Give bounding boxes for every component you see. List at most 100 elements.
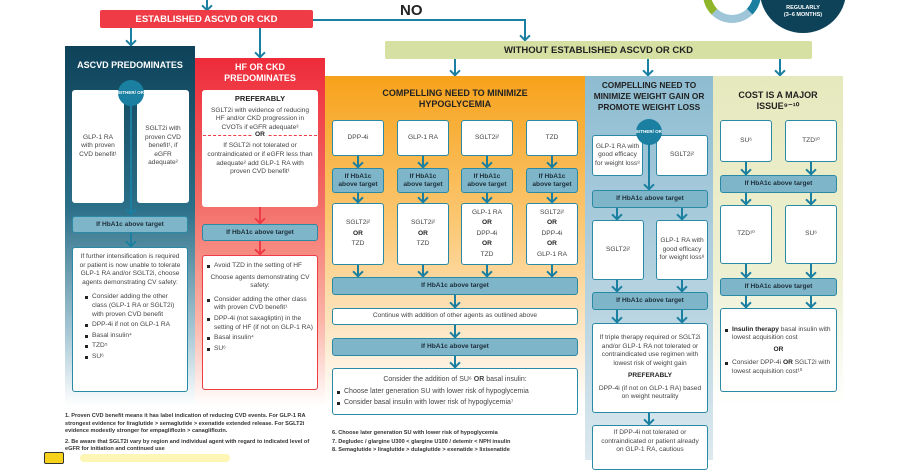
consider-text: Consider the addition of SU⁶ OR basal in…	[383, 375, 527, 383]
ascvd-item: TZD⁵	[85, 342, 183, 351]
arrow	[125, 203, 137, 216]
weight-dpp-text: DPP-4i (if not on GLP-1 RA) based on wei…	[598, 384, 702, 401]
hypo-option: GLP-1 RA	[471, 208, 503, 216]
without-established-bar: WITHOUT ESTABLISHED ASCVD OR CKD	[385, 41, 812, 59]
consider-su-insulin-box: Consider the addition of SU⁶ OR basal in…	[332, 368, 578, 415]
arrow	[546, 265, 558, 278]
hf-item: DPP-4i (not saxagliptin) in the setting …	[207, 315, 313, 332]
or-label: OR	[547, 219, 557, 227]
ascvd-panel: ASCVD PREDOMINATES EITHER/ OR GLP-1 RA w…	[65, 46, 195, 406]
footnotes-middle: 6. Choose later generation SU with lower…	[332, 430, 582, 455]
arrow	[740, 193, 752, 206]
arrow	[449, 356, 461, 369]
arrow-to-hypo	[449, 59, 461, 77]
either-connector	[130, 94, 132, 209]
arrow	[417, 265, 429, 278]
hf-item: SU⁶	[207, 345, 313, 354]
hypo-first-box: TZD	[526, 120, 578, 156]
weight-sglt2-box: SGLT2i²	[656, 135, 708, 176]
preferably-label: PREFERABLY	[627, 372, 673, 380]
arrow	[449, 295, 461, 309]
hypo-option: TZD	[416, 240, 430, 248]
arrow	[740, 162, 752, 176]
weight-last-box: If DPP-4i not tolerated or contraindicat…	[592, 425, 708, 470]
cost-panel: COST IS A MAJOR ISSUE⁹⁻¹⁰ SU⁶ TZD¹⁰ If H…	[713, 76, 843, 406]
cost-su-box: SU⁶	[720, 120, 772, 162]
no-connector-line	[313, 19, 526, 21]
footnote: 1. Proven CVD benefit means it has label…	[65, 413, 306, 434]
hypo-first-box: GLP-1 RA	[397, 120, 449, 156]
or-divider: OR	[203, 131, 317, 142]
hypo-option: DPP-4i	[476, 229, 498, 237]
arrow	[676, 280, 688, 293]
arrow	[481, 156, 493, 169]
arrow	[611, 208, 623, 221]
ascvd-item: DPP-4i if not on GLP-1 RA	[85, 321, 183, 330]
cost-title: COST IS A MAJOR ISSUE⁹⁻¹⁰	[738, 90, 818, 111]
hba1c-above-target: If HbA1c above target	[592, 292, 708, 310]
weight-panel: COMPELLING NEED TO MINIMIZE WEIGHT GAIN …	[585, 76, 713, 470]
hf-ckd-panel: HF OR CKD PREDOMINATES PREFERABLY SGLT2i…	[195, 58, 325, 406]
hba1c-above-target: If HbA1c above target	[592, 190, 708, 208]
hypo-item: Consider basal insulin with lower risk o…	[337, 399, 573, 408]
hypo-option: SGLT2i²	[539, 208, 565, 216]
hypo-option: GLP-1 RA	[536, 250, 568, 258]
arrow	[254, 241, 266, 256]
arrow-to-ascvd	[125, 28, 137, 47]
ascvd-item: SU⁶	[85, 353, 183, 362]
hf-pref-text: SGLT2i with evidence of reducing HF and/…	[210, 106, 310, 131]
weight-second-glp1-box: GLP-1 RA with good efficacy for weight l…	[656, 220, 708, 280]
arrow	[805, 296, 817, 309]
either-or-badge: EITHER/ OR	[636, 119, 662, 145]
arrow	[417, 156, 429, 169]
arrow	[805, 193, 817, 206]
hba1c-above-target: If HbA1c above target	[332, 277, 578, 295]
arrow	[481, 192, 493, 204]
footnote: 8. Semaglutide > liraglutide > dulagluti…	[332, 447, 510, 453]
arrow	[352, 192, 364, 204]
hypo-title: COMPELLING NEED TO MINIMIZE HYPOGLYCEMIA	[382, 88, 528, 109]
reassess-badge: REGULARLY (3–6 MONTHS)	[760, 0, 846, 33]
arrow	[125, 233, 137, 248]
arrow-into-without	[519, 19, 531, 42]
continue-box: Continue with addition of other agents a…	[332, 308, 578, 325]
cost-tzd-second-box: TZD¹⁰	[720, 205, 772, 264]
ascvd-intensification-box: If further intensification is required o…	[72, 247, 188, 392]
cost-tzd-box: TZD¹⁰	[785, 120, 837, 162]
arrow	[254, 207, 266, 225]
hypo-option: SGLT2i²	[410, 219, 436, 227]
hf-preferred-box: PREFERABLY SGLT2i with evidence of reduc…	[202, 90, 318, 207]
cost-dpp-item: Consider DPP-4i OR SGLT2i with lowest ac…	[725, 359, 832, 376]
arrow-into-established	[201, 0, 213, 12]
arrow	[740, 296, 752, 309]
hypo-first-box: DPP-4i	[332, 120, 384, 156]
arrow	[352, 265, 364, 278]
arrow	[805, 264, 817, 279]
hf-item: Consider adding the other class with pro…	[207, 296, 313, 313]
ascvd-title: ASCVD PREDOMINATES	[77, 60, 183, 70]
weight-second-sglt2-box: SGLT2i²	[592, 220, 644, 280]
hf-choose-text: Choose agents demonstrating CV safety:	[210, 273, 310, 290]
cost-su-second-box: SU⁶	[785, 205, 837, 264]
ascvd-glp1-box: GLP-1 RA with proven CVD benefit¹	[72, 90, 124, 203]
weight-triple-text: If triple therapy required or SGLT2i and…	[599, 333, 701, 367]
either-or-badge: EITHER/ OR	[118, 80, 144, 106]
hypo-second-box: SGLT2i² OR TZD	[397, 203, 449, 265]
preferably-label: PREFERABLY	[234, 94, 286, 103]
arrow	[643, 176, 655, 191]
hf-avoid-tzd: Avoid TZD in the setting of HF	[207, 262, 313, 271]
established-ascvd-ckd-bar: ESTABLISHED ASCVD OR CKD	[100, 10, 313, 28]
hf-cv-safety-box: Avoid TZD in the setting of HF Choose ag…	[202, 255, 318, 390]
warning-icon	[44, 452, 64, 464]
hba1c-above-target: If HbA1c above target	[720, 278, 837, 296]
arrow-to-weight	[642, 59, 654, 77]
or-label: OR	[418, 229, 428, 237]
footnote: 2. Be aware that SGLT2i vary by region a…	[65, 438, 310, 453]
arrow	[611, 310, 623, 324]
hypo-option: TZD	[480, 250, 494, 258]
